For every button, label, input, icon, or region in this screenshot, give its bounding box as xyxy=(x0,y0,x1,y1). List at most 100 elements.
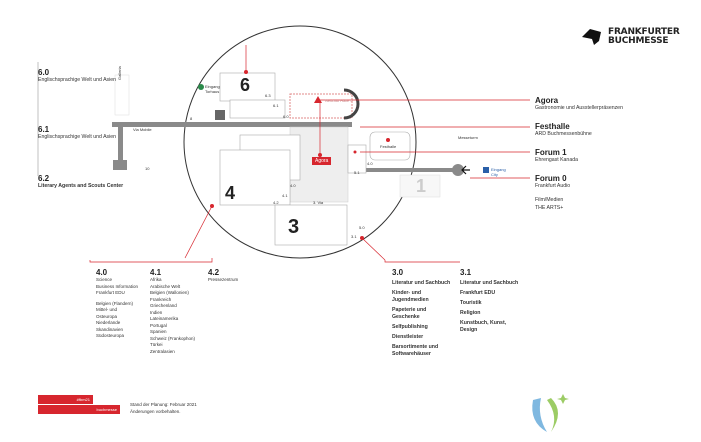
sub-hall-label: 4.1 xyxy=(282,193,288,198)
hall-1-label: 1 xyxy=(416,176,427,196)
entrance-torhaus: Eingang Torhaus xyxy=(205,84,220,94)
sub-hall-label: 6.0 xyxy=(283,114,289,119)
hall-desc: Englischsprachige Welt und Asien xyxy=(38,134,117,140)
film-medien-label: Film/Medien xyxy=(535,197,564,203)
forum-dot xyxy=(452,164,464,176)
sub-hall-label: 5.1 xyxy=(354,170,360,175)
list-item: Belgien (Flandern) xyxy=(96,300,134,306)
list-item: Business Information xyxy=(96,283,139,289)
venue-title: Festhalle xyxy=(535,122,570,131)
sub-hall-label: 3.1 xyxy=(351,234,357,239)
via-mobile-label: Via Mobile xyxy=(133,127,152,132)
festhalle-building xyxy=(369,131,411,161)
logo-text-2: BUCHMESSE xyxy=(608,36,669,46)
sub-hall-label: 4.0 xyxy=(367,161,373,166)
entrance-city: Eingang City xyxy=(491,167,506,177)
list-item: Papeterie und Geschenke xyxy=(392,307,427,320)
neubau-area xyxy=(289,93,353,119)
venue-desc: Gastronomie und Ausstellerpräsenzen xyxy=(535,105,623,111)
list-item: Osteuropa xyxy=(96,313,118,319)
hall-number: 6.1 xyxy=(38,125,50,134)
note-line: Stand der Planung: Februar 2021 xyxy=(130,402,197,407)
sub-hall-label: 4.2 xyxy=(273,200,279,205)
venue-desc: Frankfurt Audio xyxy=(535,183,571,189)
hall-4-label: 4 xyxy=(225,183,236,203)
agora-map-label: Agora xyxy=(312,157,332,165)
list-item: Barsortimente und Softwarehäuser xyxy=(392,344,439,357)
list-item: Griechenland xyxy=(150,303,177,308)
sub-hall-label: 5.0 xyxy=(359,225,365,230)
hall-4 xyxy=(219,149,291,206)
watermark-logo-icon xyxy=(532,394,569,432)
list-item: Skandinavien xyxy=(96,326,124,332)
venue-desc: Ehrengast Kanada xyxy=(535,157,578,163)
list-item: Frankfurt EDU xyxy=(460,290,496,296)
hashtag-badge: #fbm21 xyxy=(38,395,93,404)
hall-number: 3.1 xyxy=(460,268,472,277)
u-bahn-icon xyxy=(483,167,489,173)
sub-hall-label: 6.1 xyxy=(273,103,279,108)
hall-number: 4.1 xyxy=(150,268,162,277)
venue-title: Forum 1 xyxy=(535,148,567,157)
note-line: Änderungen vorbehalten. xyxy=(130,408,181,414)
s-bahn-icon xyxy=(198,84,204,90)
warning-icon xyxy=(314,96,322,103)
logo-mark-icon xyxy=(582,29,601,45)
hall-desc: Englischsprachige Welt und Asien xyxy=(38,77,117,83)
red-connectors xyxy=(89,45,530,263)
list-item: Selfpublishing xyxy=(392,324,428,330)
main-path xyxy=(112,122,352,127)
sub-hall-label: 4.0 xyxy=(290,183,296,188)
hall-3 xyxy=(274,204,348,246)
list-item: Spanien xyxy=(150,329,167,334)
venue-desc: ARD Buchmessenbühne xyxy=(535,131,592,137)
the-arts-label: THE ARTS+ xyxy=(535,205,564,211)
list-item: Arabische Welt xyxy=(150,283,181,289)
hall-3-label: 3 xyxy=(288,216,300,238)
hall-number: 6.0 xyxy=(38,68,50,77)
list-item: Schweiz (Frankophon) xyxy=(150,335,196,341)
list-item: Frankfurt EDU xyxy=(96,290,125,295)
list-item: Mittel- und xyxy=(96,307,118,312)
arrow-icon xyxy=(461,165,470,175)
agora-arc xyxy=(343,88,360,120)
side-path xyxy=(118,122,123,162)
city-path xyxy=(345,168,457,172)
list-item: Afrika xyxy=(150,277,162,282)
messeturm-label: Messeturm xyxy=(458,135,478,140)
list-item: Literatur und Sachbuch xyxy=(392,280,451,286)
hall-1 xyxy=(399,174,441,198)
hall-number: 3.0 xyxy=(392,268,404,277)
hall-6-label: 6 xyxy=(240,75,251,95)
venue-title: Agora xyxy=(535,96,559,105)
logo-text-1: FRANKFURTER xyxy=(608,27,680,37)
list-item: Kunstbuch, Kunst, Design xyxy=(460,320,507,333)
list-item: Science xyxy=(96,277,113,282)
list-item: Türkei xyxy=(150,342,163,347)
list-item: Religion xyxy=(460,310,481,316)
list-item: Portugal xyxy=(150,322,167,328)
list-item: Belgien (Wallonien) xyxy=(150,290,189,295)
sub-hall-label: 6.3 xyxy=(265,93,271,98)
handle-badge: buchmesse xyxy=(38,405,120,414)
list-item: Indien xyxy=(150,309,163,315)
list-item: Zentralasien xyxy=(150,348,175,354)
festhalle-map-label: Festhalle xyxy=(380,144,397,149)
list-item: Kinder- und Jugendmedien xyxy=(392,290,429,303)
site-circle xyxy=(183,25,417,259)
hall-desc: Literary Agents and Scouts Center xyxy=(38,183,124,189)
hall-8-label: 8 xyxy=(190,116,193,121)
via-label: 3. Via xyxy=(313,200,324,205)
